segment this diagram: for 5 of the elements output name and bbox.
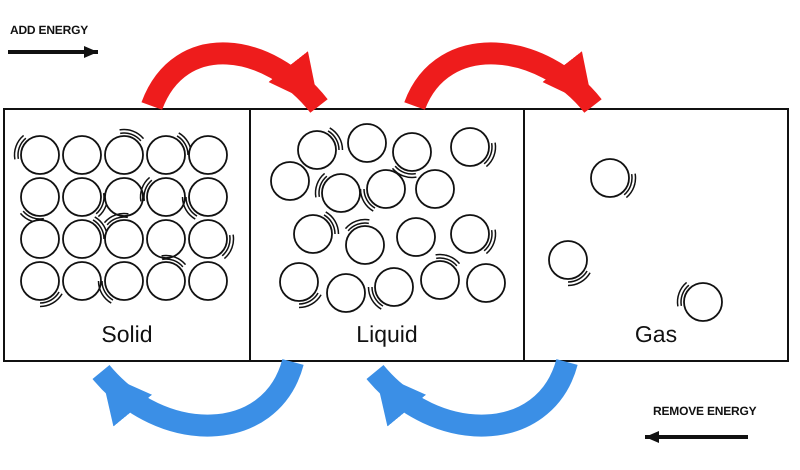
energy-note: ADD ENERGY: [10, 23, 88, 37]
state-label: Liquid: [355, 321, 419, 348]
energy-note: REMOVE ENERGY: [653, 404, 756, 418]
state-label: Gas: [634, 321, 678, 348]
state-label: Solid: [100, 321, 154, 348]
